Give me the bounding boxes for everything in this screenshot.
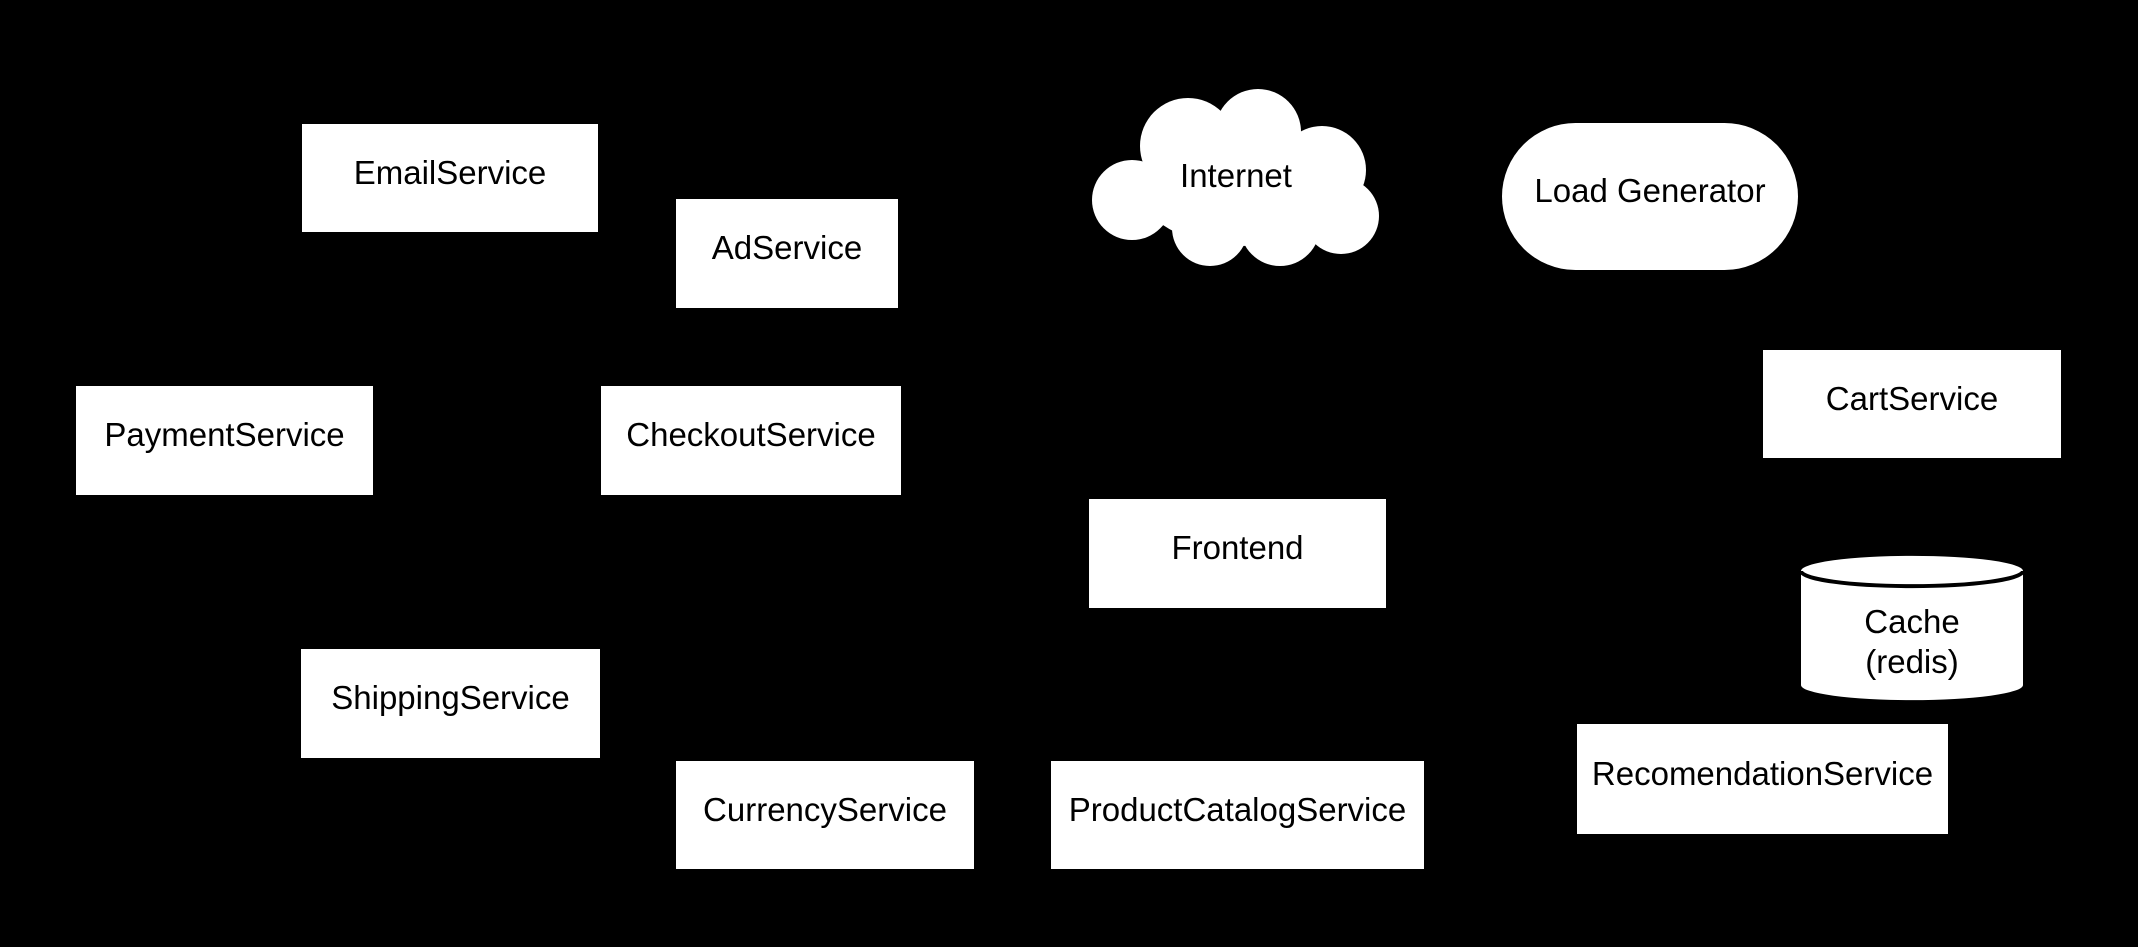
cloud-icon <box>1092 89 1379 266</box>
node-currency-service: CurrencyService <box>676 761 974 869</box>
node-recomendation-service: RecomendationService <box>1577 724 1948 834</box>
node-checkout-service: CheckoutService <box>601 386 901 495</box>
node-label-cart-service: CartService <box>1825 379 1999 417</box>
node-load-generator: Load Generator <box>1502 123 1798 270</box>
node-internet: Internet <box>1090 88 1382 268</box>
node-label-currency-service: CurrencyService <box>703 790 947 828</box>
node-label-load-generator: Load Generator <box>1534 172 1766 210</box>
node-ad-service: AdService <box>676 199 898 308</box>
database-icon <box>1799 555 2025 701</box>
node-label-recomendation-service: RecomendationService <box>1591 754 1934 792</box>
node-payment-service: PaymentService <box>76 386 373 495</box>
node-label-ad-service: AdService <box>711 229 863 267</box>
node-label-shipping-service: ShippingService <box>331 679 570 717</box>
node-label-cache-redis: Cache (redis) <box>1864 602 1960 680</box>
node-email-service: EmailService <box>302 124 598 232</box>
node-cart-service: CartService <box>1763 350 2061 458</box>
node-cache-redis: Cache (redis) <box>1799 554 2025 702</box>
node-label-email-service: EmailService <box>353 153 547 191</box>
node-label-internet: Internet <box>1180 156 1292 194</box>
node-product-catalog-service: ProductCatalogService <box>1051 761 1424 869</box>
node-label-product-catalog-service: ProductCatalogService <box>1068 790 1407 828</box>
node-label-frontend: Frontend <box>1171 529 1304 567</box>
node-frontend: Frontend <box>1089 499 1386 608</box>
node-label-checkout-service: CheckoutService <box>626 416 876 454</box>
node-shipping-service: ShippingService <box>301 649 600 758</box>
node-label-payment-service: PaymentService <box>104 416 345 454</box>
